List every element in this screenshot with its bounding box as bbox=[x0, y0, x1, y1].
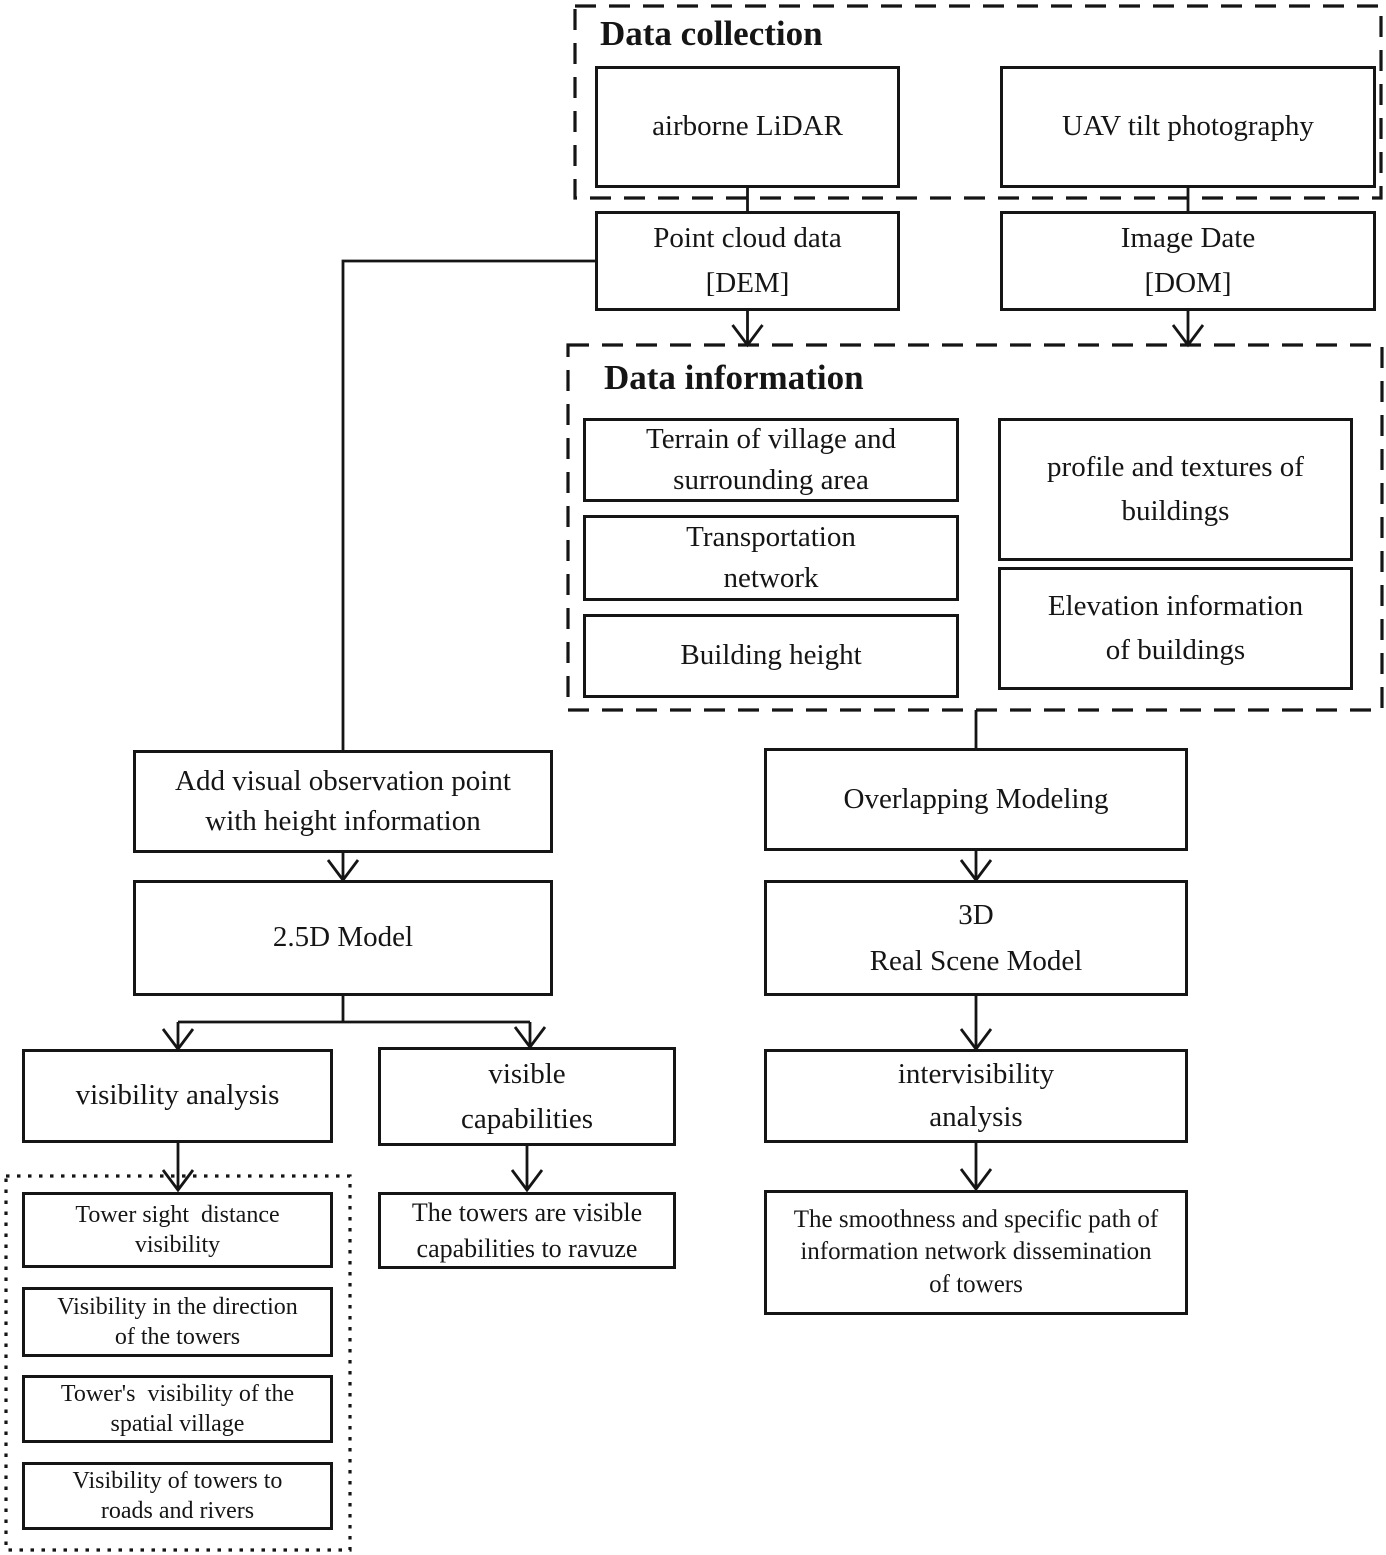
node-visibility-direction-towers: Visibility in the direction of the tower… bbox=[22, 1287, 333, 1357]
node-building-height: Building height bbox=[583, 614, 959, 698]
edge-visibility-to-towersight bbox=[161, 1143, 195, 1193]
node-add-observation-point: Add visual observation point with height… bbox=[133, 750, 553, 853]
node-airborne-lidar: airborne LiDAR bbox=[595, 66, 900, 188]
edge-realscene-to-intervisibility bbox=[959, 996, 993, 1052]
edge-addpoint-to-25dmodel bbox=[326, 853, 360, 883]
node-point-cloud-data: Point cloud data [DEM] bbox=[595, 211, 900, 311]
node-real-scene-model: 3D Real Scene Model bbox=[764, 880, 1188, 996]
node-visibility-analysis: visibility analysis bbox=[22, 1049, 333, 1143]
node-visible-capabilities: visible capabilities bbox=[378, 1047, 676, 1146]
node-elevation-information: Elevation information of buildings bbox=[998, 567, 1353, 690]
data-collection-group-frame bbox=[573, 4, 1383, 200]
node-uav-tilt-photography: UAV tilt photography bbox=[1000, 66, 1376, 188]
edge-pointcloud-to-datainfo bbox=[731, 311, 764, 348]
data-information-group-frame bbox=[566, 343, 1384, 712]
edge-overlapping-to-realscene bbox=[959, 851, 993, 883]
visibility-results-group-frame bbox=[4, 1174, 352, 1552]
node-smoothness-path: The smoothness and specific path of info… bbox=[764, 1190, 1188, 1315]
node-profile-textures: profile and textures of buildings bbox=[998, 418, 1353, 561]
edge-intervisibility-to-smoothness bbox=[959, 1143, 993, 1192]
node-visibility-roads-rivers: Visibility of towers to roads and rivers bbox=[22, 1462, 333, 1530]
edge-25dmodel-split bbox=[161, 996, 547, 1052]
data-collection-group-label: Data collection bbox=[600, 14, 823, 53]
node-transportation-network: Transportation network bbox=[583, 515, 959, 601]
node-2-5d-model: 2.5D Model bbox=[133, 880, 553, 996]
node-overlapping-modeling: Overlapping Modeling bbox=[764, 748, 1188, 851]
node-towers-visible-ravuze: The towers are visible capabilities to r… bbox=[378, 1192, 676, 1269]
edge-capabilities-to-ravuze bbox=[510, 1146, 544, 1193]
node-tower-sight-distance: Tower sight distance visibility bbox=[22, 1192, 333, 1268]
node-intervisibility-analysis: intervisibility analysis bbox=[764, 1049, 1188, 1143]
edge-pointcloud-to-addpoint bbox=[341, 259, 595, 750]
node-terrain-village: Terrain of village and surrounding area bbox=[583, 418, 959, 502]
edge-imagedate-to-datainfo bbox=[1171, 311, 1205, 348]
data-information-group-label: Data information bbox=[604, 358, 864, 397]
node-image-date: Image Date [DOM] bbox=[1000, 211, 1376, 311]
node-tower-visibility-spatial: Tower's visibility of the spatial villag… bbox=[22, 1375, 333, 1443]
